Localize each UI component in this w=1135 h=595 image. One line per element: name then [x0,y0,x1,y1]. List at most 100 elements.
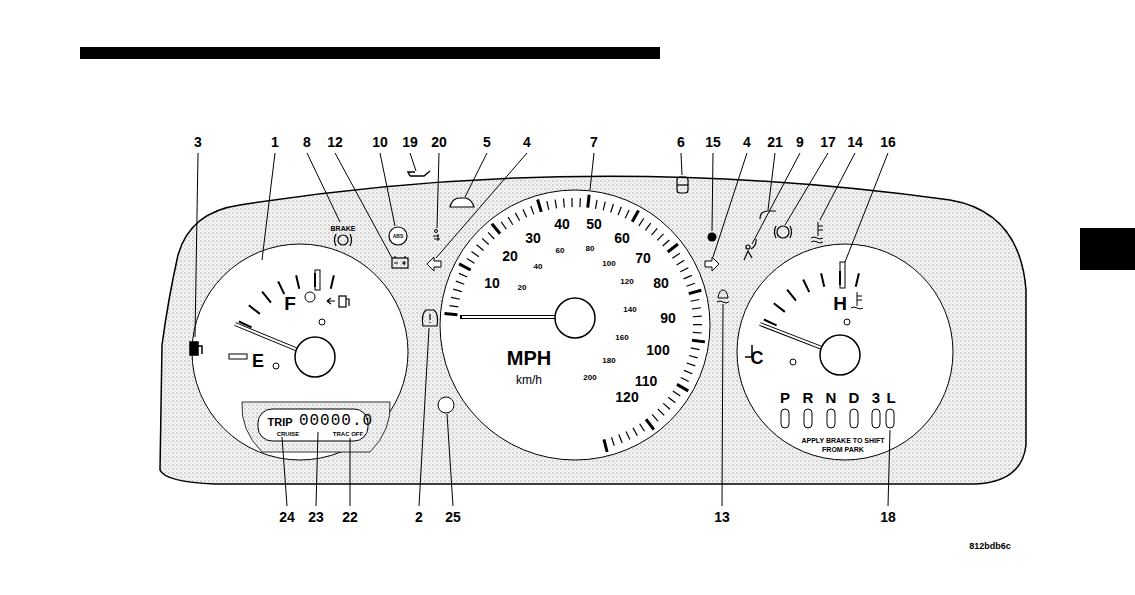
indicator-dot [273,363,279,369]
callout-number: 12 [327,135,343,149]
tick-mark [633,428,637,436]
tick-mark [693,332,702,334]
traction-icon [717,290,729,303]
tick-mark [314,273,316,287]
mph-number: 120 [615,390,638,404]
tick-mark [579,198,581,207]
tick-mark [492,224,500,234]
fuel-icon [190,342,202,355]
callout-number: 13 [714,510,730,524]
tick-mark [692,340,705,342]
kmh-number: 40 [534,263,543,271]
tick-mark [632,210,638,221]
tick-mark [515,213,519,221]
battery-icon [392,256,408,268]
gear-letter: D [849,390,860,405]
tire-pressure-icon [422,310,437,326]
indicator-dot [844,319,850,325]
callout-number: 1 [271,135,279,149]
tick-mark [477,245,484,251]
hot-mark [840,262,845,288]
tick-mark [449,306,458,307]
tick-mark [692,308,701,309]
gauge-letter: H [833,294,847,313]
tick-mark [331,275,334,289]
kmh-number: 200 [583,374,596,382]
tick-mark [508,217,513,225]
tick-mark [453,289,462,292]
callout-number: 2 [415,510,423,524]
indicator-dot [790,359,796,365]
fuel-gauge [192,244,408,460]
tick-mark [686,283,694,286]
tick-mark [687,363,696,366]
engine-light-icon [775,226,792,238]
tick-mark [625,210,629,218]
kmh-number: 180 [602,357,615,365]
section-tab [1080,228,1135,270]
tick-mark [459,273,467,277]
callout-number: 15 [705,135,721,149]
brake-icon [335,234,352,246]
unit-label: km/h [516,374,542,386]
tick-mark [668,244,678,252]
tick-mark [684,370,692,373]
mph-number: 10 [484,276,500,290]
tick-mark [677,384,688,391]
tick-mark [787,290,796,301]
tick-mark [611,437,614,446]
callout-number: 18 [880,510,896,524]
warning-label: BRAKE [331,225,356,232]
callout-number: 9 [796,135,804,149]
tick-mark [691,348,700,350]
callout-number: 6 [677,135,685,149]
tick-mark [278,282,284,295]
gear-letter: N [826,390,837,405]
callout-number: 22 [342,510,358,524]
tick-mark [803,280,809,293]
callout-number: 19 [402,135,418,149]
trac-off-label: TRAC OFF [333,431,363,437]
tick-mark [239,322,252,328]
gear-letter: R [803,390,814,405]
temp-gauge [737,244,953,460]
tick-mark [657,234,663,240]
needle-hub [295,337,335,377]
kmh-number: 80 [586,245,595,253]
tick-mark [672,253,679,258]
tick-mark [571,198,572,207]
tick-mark [774,303,785,312]
tick-mark [471,251,478,256]
tick-mark [296,275,299,289]
tick-mark [523,209,527,217]
mph-number: 80 [653,276,669,290]
gear-letter: 3 [872,390,880,405]
tick-mark [547,201,549,210]
tick-mark [652,414,658,421]
tick-mark [680,268,688,272]
tick-mark [658,409,664,415]
trip-label: TRIP [267,417,292,428]
tick-mark [611,204,614,213]
car-icon [450,198,474,207]
callout-number: 21 [767,135,783,149]
needle-hub [820,335,860,375]
tick-mark [651,228,657,235]
callout-number: 23 [308,510,324,524]
tick-mark [691,299,700,301]
tick-mark [501,222,506,229]
trip-panel [242,402,390,452]
tick-mark [645,223,650,230]
callout-number: 24 [279,510,295,524]
tick-mark [619,435,622,443]
empty-mark [229,354,247,359]
right-turn-arrow [705,257,719,271]
airbag-icon [744,239,756,260]
tick-mark [451,297,460,299]
door-ajar-icon [677,177,688,193]
tick-mark [856,273,859,287]
tick-mark [604,439,607,452]
mph-number: 40 [554,217,570,231]
tick-mark [639,218,644,226]
